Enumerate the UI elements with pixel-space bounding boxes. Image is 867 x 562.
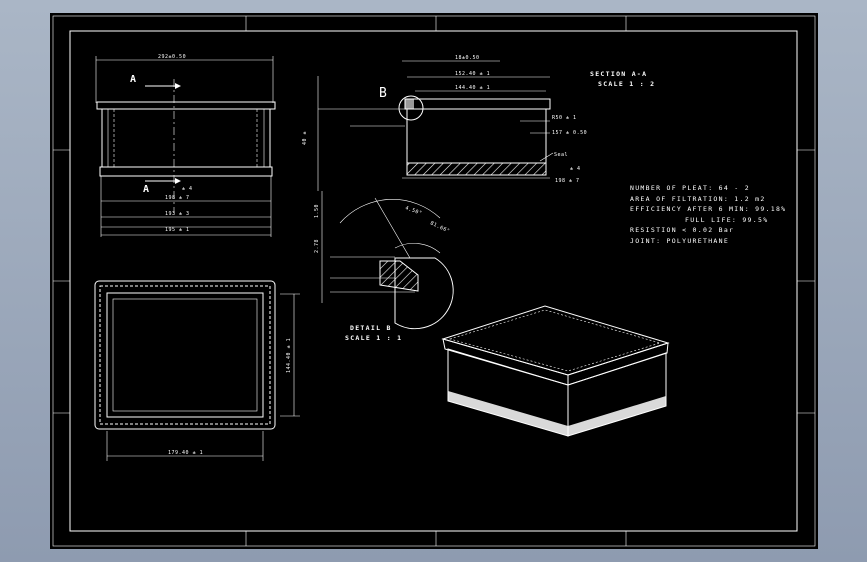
front-dim-4: 195 ± 1 bbox=[165, 227, 190, 233]
section-dim-4: 157 ± 0.50 bbox=[552, 130, 587, 136]
section-dim-0: 18±0.50 bbox=[455, 55, 480, 61]
section-dim-7: 40 ± bbox=[302, 131, 308, 145]
top-dim-1: 179.40 ± 1 bbox=[168, 450, 203, 456]
section-marker-bottom: A bbox=[143, 184, 149, 195]
detail-view: 4.50° 81.66° 1.50 2.78 DETAIL B SCALE 1 … bbox=[314, 191, 454, 342]
spec-line-0: NUMBER OF PLEAT: 64 - 2 bbox=[630, 184, 750, 192]
front-dim-width: 292±0.50 bbox=[158, 54, 186, 60]
section-scale: SCALE 1 : 2 bbox=[598, 80, 655, 88]
section-dim-2: 144.40 ± 1 bbox=[455, 85, 490, 91]
front-dim-1: ± 4 bbox=[182, 186, 193, 192]
section-dim-5: ± 4 bbox=[570, 166, 581, 172]
isometric-view bbox=[441, 305, 670, 437]
detail-dim-0: 4.50° bbox=[404, 205, 423, 217]
section-title: SECTION A-A bbox=[590, 70, 647, 78]
front-dim-3: 193 ± 3 bbox=[165, 211, 190, 217]
cad-viewport[interactable]: 292±0.50 A A ± 4 198 ± 7 193 ± 3 195 ± 1… bbox=[50, 13, 818, 549]
detail-dim-1: 81.66° bbox=[429, 220, 451, 234]
detail-marker: B bbox=[379, 86, 387, 101]
spec-line-5: JOINT: POLYURETHANE bbox=[630, 237, 729, 245]
section-dim-1: 152.40 ± 1 bbox=[455, 71, 490, 77]
section-view: 18±0.50 152.40 ± 1 144.40 ± 1 B 40 ± R50… bbox=[302, 55, 655, 191]
spec-line-1: AREA OF FILTRATION: 1.2 m2 bbox=[630, 195, 766, 203]
section-dim-9: Seal bbox=[554, 152, 568, 158]
detail-scale: SCALE 1 : 1 bbox=[345, 334, 402, 342]
top-view: 144.40 ± 1 179.40 ± 1 bbox=[94, 280, 300, 461]
zone-ticks bbox=[53, 16, 815, 546]
spec-line-2: EFFICIENCY AFTER 6 MIN: 99.18% bbox=[630, 205, 786, 213]
detail-title: DETAIL B bbox=[350, 324, 392, 332]
top-dim-0: 144.40 ± 1 bbox=[286, 338, 292, 373]
front-dim-2: 198 ± 7 bbox=[165, 195, 190, 201]
section-marker-top: A bbox=[130, 74, 136, 85]
front-view: 292±0.50 A A ± 4 198 ± 7 193 ± 3 195 ± 1 bbox=[95, 54, 276, 237]
section-dim-6: 198 ± 7 bbox=[555, 178, 580, 184]
cad-drawing-sheet: 292±0.50 A A ± 4 198 ± 7 193 ± 3 195 ± 1… bbox=[52, 15, 816, 547]
detail-dim-3: 2.78 bbox=[314, 239, 320, 253]
spec-line-4: RESISTION < 0.02 Bar bbox=[630, 226, 734, 234]
detail-dim-2: 1.50 bbox=[314, 204, 320, 218]
spec-line-3: FULL LIFE: 99.5% bbox=[685, 216, 768, 224]
spec-notes: NUMBER OF PLEAT: 64 - 2 AREA OF FILTRATI… bbox=[630, 184, 786, 245]
section-dim-3: R50 ± 1 bbox=[552, 115, 577, 121]
